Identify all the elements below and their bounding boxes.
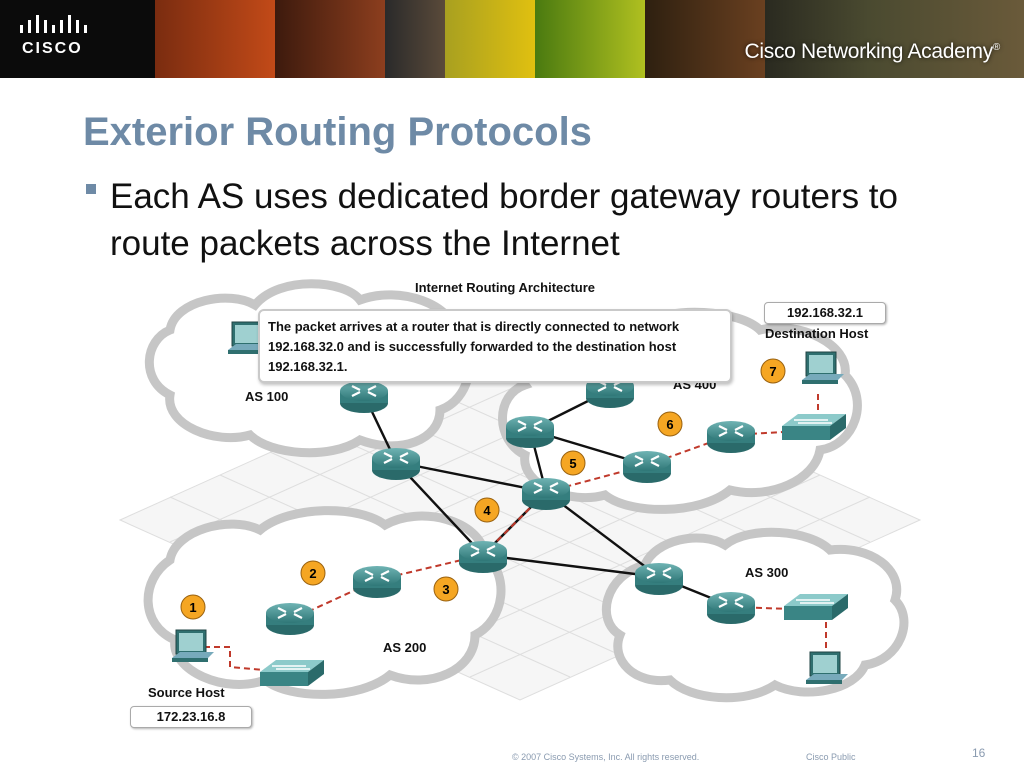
trademark: ®: [992, 42, 1000, 53]
cisco-logo-text: CISCO: [22, 40, 83, 57]
svg-text:7: 7: [769, 364, 776, 379]
svg-text:6: 6: [666, 417, 673, 432]
svg-text:3: 3: [442, 582, 449, 597]
page-number: 16: [972, 746, 986, 760]
step-badges: 1 2 3 4 5 6 7: [180, 358, 786, 620]
as200-label: AS 200: [383, 640, 426, 655]
academy-title: Cisco Networking Academy®: [744, 40, 1001, 64]
svg-text:2: 2: [309, 566, 316, 581]
step-6: 6: [657, 411, 683, 437]
step-5: 5: [560, 450, 586, 476]
router-as300-2: [705, 590, 757, 626]
banner-photo-7: [765, 0, 1024, 78]
destination-ip-box: 192.168.32.1: [764, 302, 886, 324]
page-title: Exterior Routing Protocols: [83, 110, 592, 154]
packet-callout: The packet arrives at a router that is d…: [258, 309, 732, 383]
banner-photo-5: [535, 0, 645, 78]
svg-text:1: 1: [189, 600, 196, 615]
router-as400-3: [621, 449, 673, 485]
destination-host-label: Destination Host: [765, 326, 869, 341]
as100-label: AS 100: [245, 389, 288, 404]
source-host-label: Source Host: [148, 685, 225, 700]
cisco-logo-icon: [20, 15, 87, 33]
diagram-title: Internet Routing Architecture: [415, 280, 595, 295]
as300-cloud: [601, 527, 909, 703]
banner-photo-1: [155, 0, 275, 78]
router-as100: [338, 379, 390, 415]
router-core-2: [520, 476, 572, 512]
router-core-3: [457, 539, 509, 575]
bullet-icon: [86, 184, 96, 194]
router-as400-4: [705, 419, 757, 455]
academy-text: Cisco Networking Academy: [744, 40, 994, 63]
header-banner: CISCO Cisco Networking Academy®: [0, 0, 1024, 78]
source-ip-box: 172.23.16.8: [130, 706, 252, 728]
destination-ip: 192.168.32.1: [787, 305, 863, 320]
logo-area: [0, 0, 155, 78]
router-as200-2: [351, 564, 403, 600]
router-core-1: [370, 446, 422, 482]
bullet-text: Each AS uses dedicated border gateway ro…: [110, 177, 898, 263]
callout-line-3: 192.168.32.1.: [268, 359, 348, 374]
step-2: 2: [300, 560, 326, 586]
banner-photo-3: [385, 0, 445, 78]
as200-cloud: [143, 506, 506, 699]
banner-photo-6: [645, 0, 765, 78]
footer-classification: Cisco Public: [806, 752, 856, 762]
svg-text:5: 5: [569, 456, 576, 471]
step-3: 3: [433, 576, 459, 602]
banner-photo-4: [445, 0, 535, 78]
step-7: 7: [760, 358, 786, 384]
banner-photo-2: [275, 0, 385, 78]
step-1: 1: [180, 594, 206, 620]
footer-copyright: © 2007 Cisco Systems, Inc. All rights re…: [512, 752, 700, 762]
svg-text:4: 4: [483, 503, 491, 518]
step-4: 4: [474, 497, 500, 523]
callout-line-2: 192.168.32.0 and is successfully forward…: [268, 339, 677, 354]
router-as200-1: [264, 601, 316, 637]
routing-diagram: 1 2 3 4 5 6 7 Internet Routing Architect…: [118, 279, 922, 703]
router-as400-1: [504, 414, 556, 450]
router-as300-1: [633, 561, 685, 597]
source-ip: 172.23.16.8: [156, 709, 226, 724]
callout-line-1: The packet arrives at a router that is d…: [268, 319, 680, 334]
as300-label: AS 300: [745, 565, 788, 580]
